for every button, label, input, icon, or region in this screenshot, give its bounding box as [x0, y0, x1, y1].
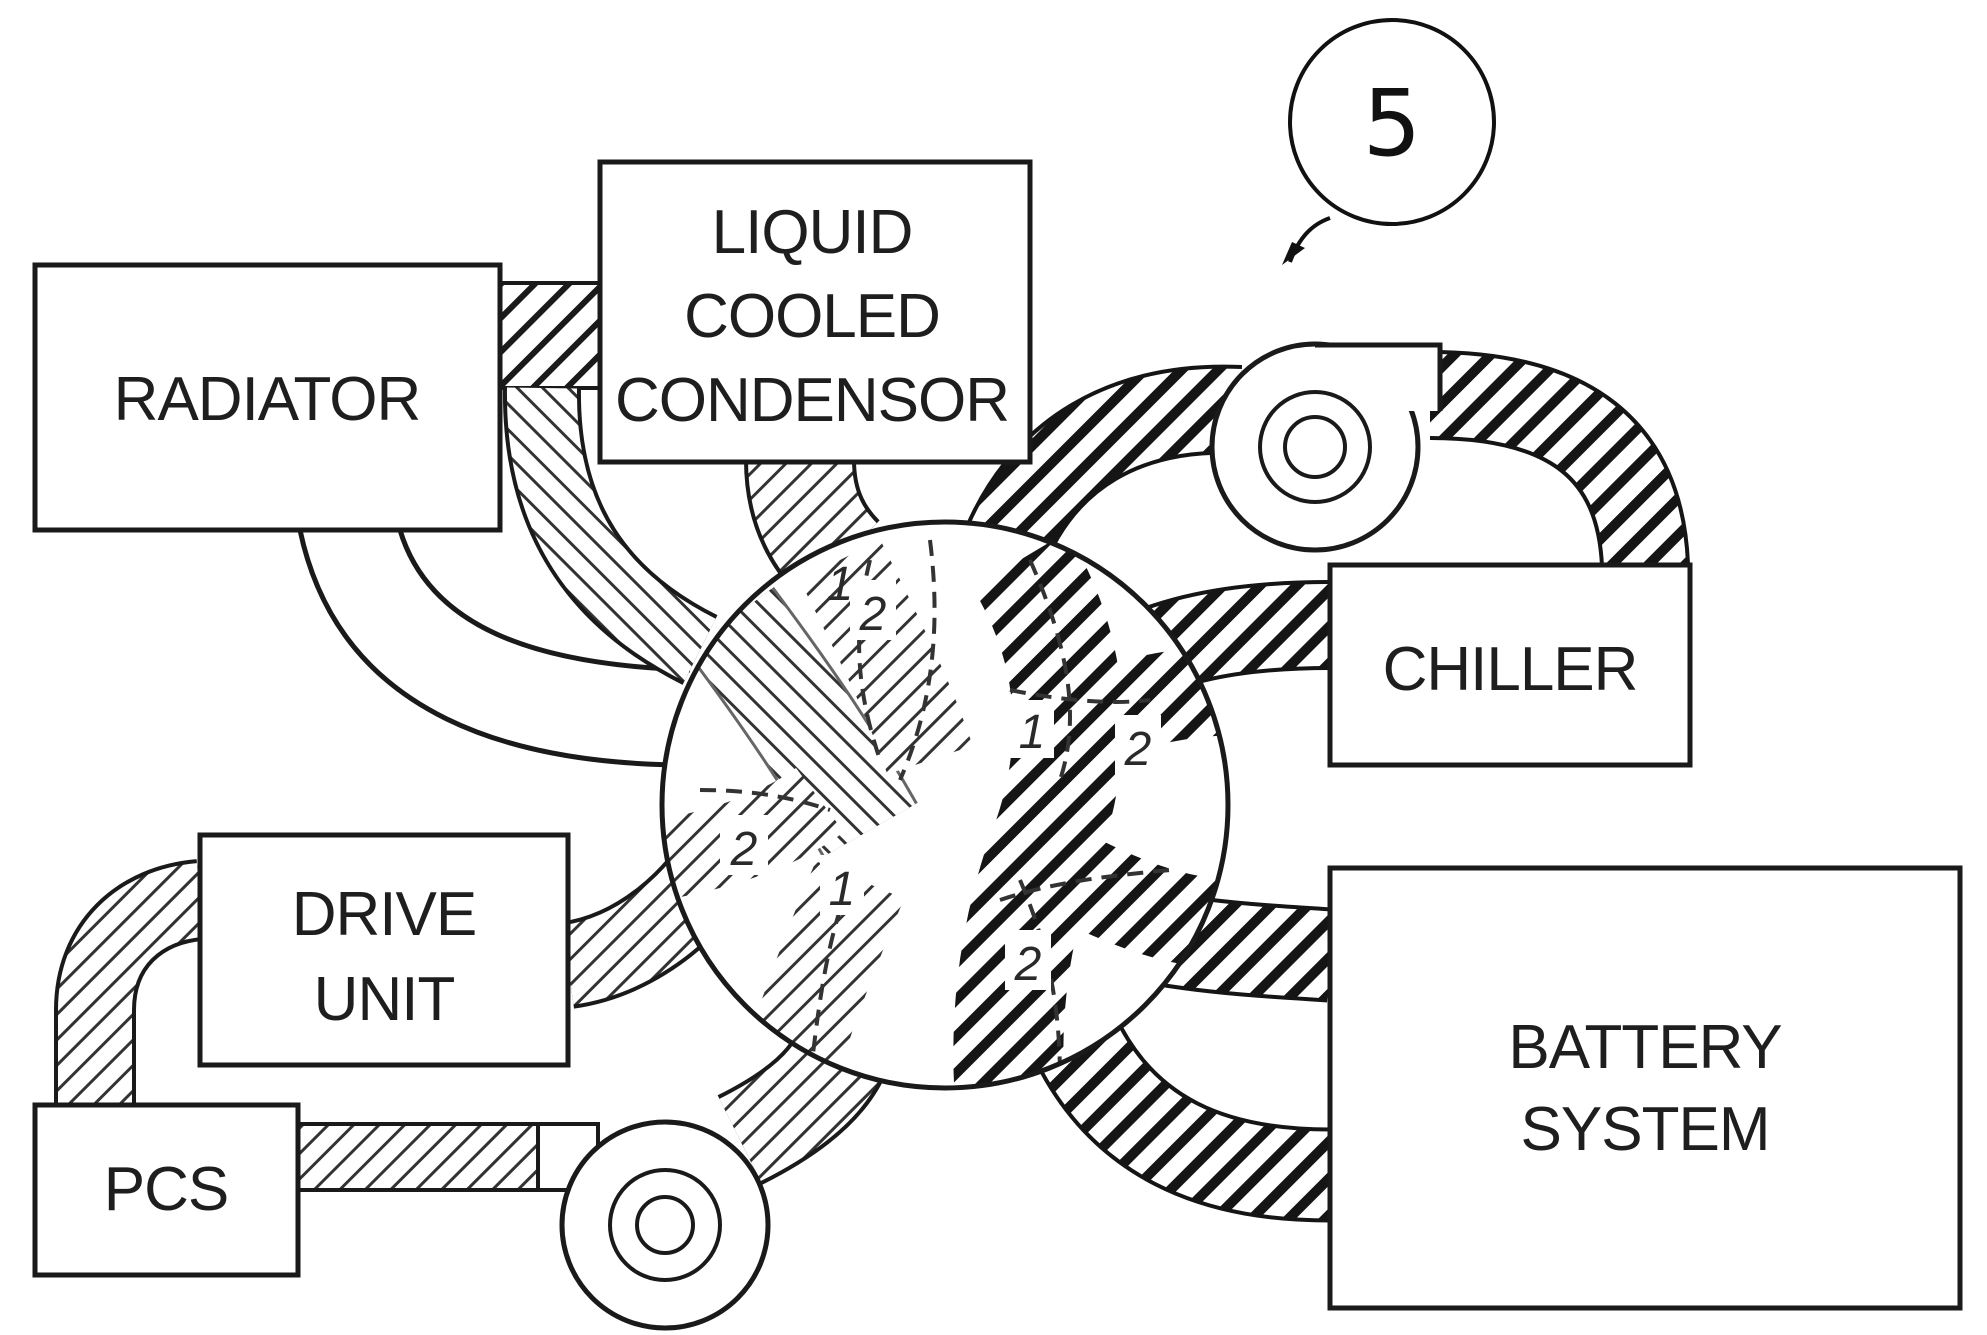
drive-unit-label-line2: UNIT: [314, 965, 455, 1034]
chiller: CHILLER: [1327, 562, 1693, 768]
radiator-label: RADIATOR: [114, 365, 421, 434]
valve-port-label: 1: [827, 558, 854, 611]
valve-port-label: 2: [1124, 723, 1152, 776]
valve-port-label: 2: [859, 588, 887, 641]
drive-unit: DRIVE UNIT: [197, 832, 571, 1068]
battery-system: BATTERY SYSTEM: [1327, 865, 1963, 1311]
liquid-cooled-condensor: LIQUID COOLED CONDENSOR: [597, 159, 1033, 465]
radiator-loops: [297, 529, 691, 768]
battery-label-line1: BATTERY: [1508, 1013, 1781, 1082]
pcs-label: PCS: [104, 1155, 228, 1224]
valve-port-label: 2: [730, 823, 758, 876]
condensor-label-line3: CONDENSOR: [615, 366, 1009, 435]
condensor-label-line2: COOLED: [684, 282, 940, 351]
reference-numeral: 5: [1288, 18, 1496, 226]
pipe-radiator-condenser: [498, 281, 602, 390]
pcs: PCS: [32, 1102, 301, 1278]
reference-number: 5: [1363, 70, 1422, 177]
radiator: RADIATOR: [32, 262, 503, 533]
valve-port-label: 2: [1014, 938, 1042, 991]
pipe-pcs-drive: [54, 859, 206, 1105]
pipe-pcs-pump: [296, 1122, 600, 1192]
pipe-condenser-valve-left: [502, 387, 718, 685]
valve-port-label: 1: [1019, 706, 1046, 759]
condensor-label-line1: LIQUID: [712, 198, 913, 267]
valve-port-label: 1: [829, 863, 856, 916]
battery-label-line2: SYSTEM: [1521, 1095, 1770, 1164]
arrow-icon: [1282, 216, 1331, 265]
drive-unit-label-line1: DRIVE: [292, 880, 476, 949]
pump-icon: [1209, 341, 1443, 553]
pipe-pump-top-loop: [957, 350, 1690, 577]
multiport-valve-icon: 1 2 1 2 2 1 2: [659, 519, 1231, 1091]
pump-icon: [559, 1119, 771, 1331]
chiller-label: CHILLER: [1383, 635, 1638, 704]
